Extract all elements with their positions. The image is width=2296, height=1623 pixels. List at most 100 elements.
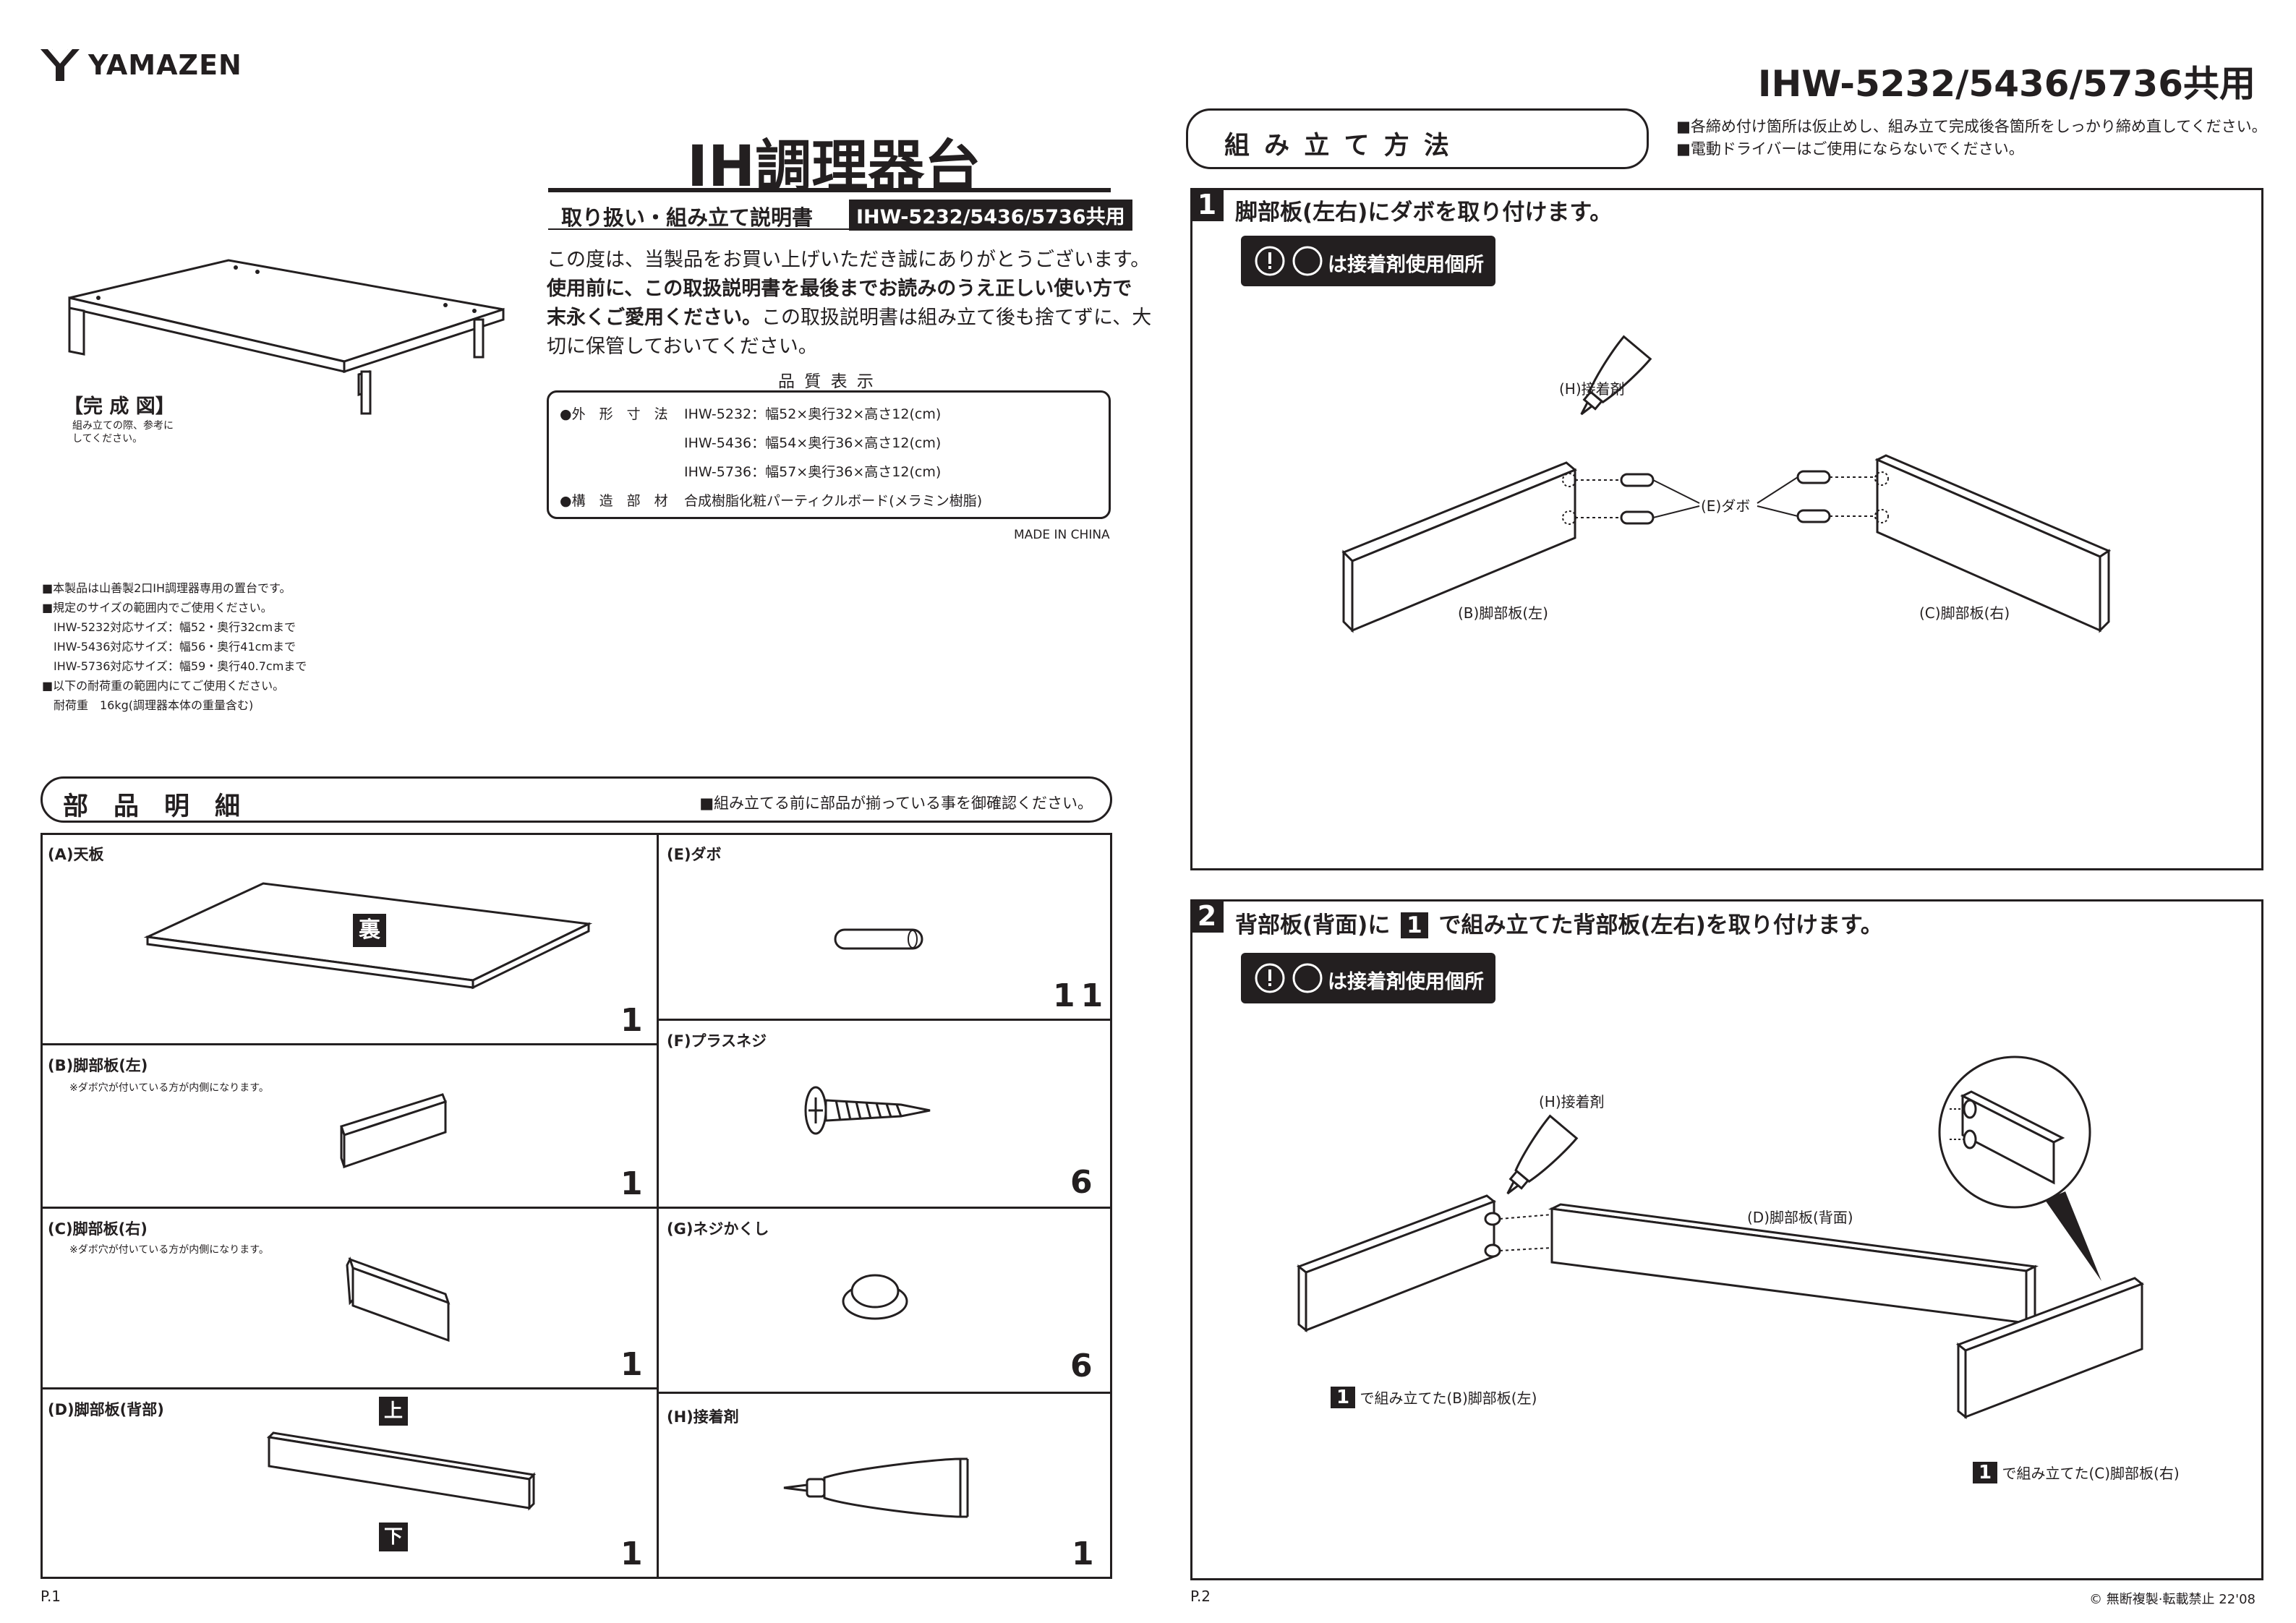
part-b-label: (B)脚部板(左) — [48, 1057, 148, 1074]
parts-header: 部 品 明 細 ■組み立てる前に部品が揃っている事を御確認ください。 — [40, 776, 1112, 823]
usage-note: IHW-5436対応サイズ：幅56・奥行41cmまで — [42, 640, 296, 654]
size-line: IHW-5736：幅57×奥行36×高さ12(cm) — [684, 464, 942, 480]
back-leg-illustration — [266, 1431, 537, 1511]
usage-notes: ■本製品は山善製2口IH調理器専用の置台です。 ■規定のサイズの範囲内でご使用く… — [42, 578, 307, 715]
part-g-qty: 6 — [1070, 1348, 1093, 1384]
model-badge: IHW-5232/5436/5736共用 — [849, 200, 1132, 231]
step-1-left-leg-label: (B)脚部板(左) — [1458, 604, 1548, 622]
back-side-mark: 裏 — [353, 914, 386, 947]
assembly-notes: ■各締め付け箇所は仮止めし、組み立て完成後各箇所をしっかり締め直してください。 … — [1676, 116, 2267, 160]
grid-divider — [657, 1392, 1112, 1394]
glue-tube-icon — [783, 1457, 969, 1518]
completed-note-line: 組み立ての際、参考に — [72, 420, 174, 432]
title-rule — [548, 188, 1111, 192]
assembly-header: 組 み 立 て 方 法 — [1186, 108, 1649, 169]
screw-cap-illustration — [842, 1274, 908, 1320]
assembly-note: ■各締め付け箇所は仮止めし、組み立て完成後各箇所をしっかり締め直してください。 — [1676, 118, 2267, 135]
glue-badge-text: は接着剤使用個所 — [1328, 971, 1484, 993]
title-rule-bottom — [548, 228, 1111, 230]
step-2-right-leg-label: 1 で組み立てた(C)脚部板(右) — [1973, 1462, 2180, 1483]
intro-line-bold: 使用前に、この取扱説明書を最後までお読みのうえ正しい使い方で — [547, 278, 1132, 300]
step-2-back-label: (D)脚部板(背面) — [1747, 1209, 1853, 1226]
intro-line: 切に保管しておいてください。 — [547, 335, 818, 358]
right-leg-illustration — [346, 1256, 451, 1342]
left-leg-illustration — [340, 1093, 447, 1169]
parts-note: ■組み立てる前に部品が揃っている事を御確認ください。 — [699, 795, 1093, 812]
dowel-illustration — [834, 928, 923, 950]
screw-icon — [804, 1086, 931, 1135]
assembly-title: 組 み 立 て 方 法 — [1224, 132, 1452, 160]
step-ref-badge: 1 — [1331, 1387, 1356, 1408]
completed-label: 【完 成 図】 — [64, 395, 175, 418]
completed-table-illustration — [68, 259, 505, 415]
intro-line-bold: 末永くご愛用ください。 — [547, 307, 761, 329]
step-2-title: 背部板(背面)に 1 で組み立てた背部板(左右)を取り付けます。 — [1235, 907, 1883, 939]
logo-text: YAMAZEN — [88, 49, 242, 81]
intro-line: この取扱説明書は組み立て後も捨てずに、大 — [761, 307, 1152, 329]
step-1-panel — [1190, 188, 2263, 870]
assembly-note: ■電動ドライバーはご使用にならないでください。 — [1676, 140, 2024, 158]
step-2-title-b: で組み立てた背部板(左右)を取り付けます。 — [1438, 912, 1883, 938]
part-c-label: (C)脚部板(右) — [48, 1220, 148, 1238]
brand-logo: YAMAZEN — [40, 46, 243, 84]
step-ref-badge: 1 — [1973, 1462, 1998, 1483]
warning-exclamation-icon — [1255, 963, 1285, 993]
grid-divider — [40, 1207, 658, 1209]
part-h-label: (H)接着剤 — [667, 1408, 739, 1426]
glue-badge-text: は接着剤使用個所 — [1328, 254, 1484, 276]
usage-note: ■本製品は山善製2口IH調理器専用の置台です。 — [42, 581, 291, 595]
step-2-left-leg-label: 1 で組み立てた(B)脚部板(左) — [1331, 1387, 1537, 1408]
usage-note: ■以下の耐荷重の範囲内にてご使用ください。 — [42, 679, 285, 693]
glue-point-circle-icon — [1292, 963, 1323, 993]
step-2-glue-label: (H)接着剤 — [1539, 1093, 1605, 1110]
step-1-number: 1 — [1190, 188, 1224, 221]
material-label: ●構 造 部 材 — [560, 493, 668, 509]
manual-subtitle: 取り扱い・組み立て説明書 — [561, 205, 814, 230]
grid-divider — [657, 1207, 1112, 1209]
yamazen-logo-icon — [40, 49, 80, 81]
usage-note: IHW-5736対応サイズ：幅59・奥行40.7cmまで — [42, 659, 307, 673]
completed-note-line: してください。 — [72, 433, 143, 445]
usage-note: IHW-5232対応サイズ：幅52・奥行32cmまで — [42, 620, 296, 634]
step-2-panel — [1190, 899, 2263, 1580]
part-b-note: ※ダボ穴が付いている方が内側になります。 — [69, 1082, 269, 1094]
glue-point-circle-icon — [1292, 246, 1323, 276]
step-2-number: 2 — [1190, 899, 1224, 933]
grid-divider — [40, 1387, 658, 1389]
step-ref-badge: 1 — [1401, 912, 1428, 938]
top-side-mark: 上 — [379, 1397, 408, 1426]
part-a-label: (A)天板 — [48, 846, 104, 863]
material-value: 合成樹脂化粧パーティクルボード(メラミン樹脂) — [684, 493, 983, 509]
step-1-glue-label: (H)接着剤 — [1559, 380, 1625, 398]
quality-heading: 品 質 表 示 — [778, 372, 876, 391]
completed-note: 組み立ての際、参考に してください。 — [72, 419, 174, 445]
quality-box — [547, 390, 1111, 519]
part-e-label: (E)ダボ — [667, 846, 722, 863]
step-2-left-label-text: で組み立てた(B)脚部板(左) — [1360, 1389, 1537, 1407]
step-1-title: 脚部板(左右)にダボを取り付けます。 — [1235, 200, 1613, 226]
part-f-qty: 6 — [1070, 1164, 1093, 1201]
part-h-qty: 1 — [1072, 1536, 1094, 1572]
part-b-qty: 1 — [620, 1165, 643, 1202]
step-2-diagram — [1297, 1055, 2144, 1420]
warning-exclamation-icon — [1255, 246, 1285, 276]
part-c-note: ※ダボ穴が付いている方が内側になります。 — [69, 1244, 269, 1256]
part-g-label: (G)ネジかくし — [667, 1220, 769, 1238]
bottom-side-mark: 下 — [379, 1523, 408, 1551]
step-1-right-leg-label: (C)脚部板(右) — [1919, 604, 2010, 622]
page-number-1: P.1 — [40, 1588, 61, 1605]
usage-note: ■規定のサイズの範囲内でご使用ください。 — [42, 601, 273, 614]
intro-text: この度は、当製品をお買い上げいただき誠にありがとうございます。 使用前に、この取… — [547, 246, 1151, 361]
intro-line: この度は、当製品をお買い上げいただき誠にありがとうございます。 — [547, 249, 1151, 271]
size-line: IHW-5232：幅52×奥行32×高さ12(cm) — [684, 406, 942, 422]
parts-grid — [40, 833, 1112, 1579]
size-line: IHW-5436：幅54×奥行36×高さ12(cm) — [684, 435, 942, 451]
model-header: IHW-5232/5436/5736共用 — [1757, 63, 2256, 105]
part-d-label: (D)脚部板(背部) — [48, 1401, 164, 1418]
page-number-2: P.2 — [1190, 1588, 1211, 1605]
step-1-dowel-label: (E)ダボ — [1701, 497, 1751, 515]
copyright: © 無断複製·転載禁止 22'08 — [2089, 1592, 2256, 1607]
glue-location-badge: は接着剤使用個所 — [1241, 953, 1495, 1003]
usage-note: 耐荷重 16kg(調理器本体の重量含む) — [42, 698, 254, 712]
grid-divider-vertical — [657, 833, 659, 1579]
